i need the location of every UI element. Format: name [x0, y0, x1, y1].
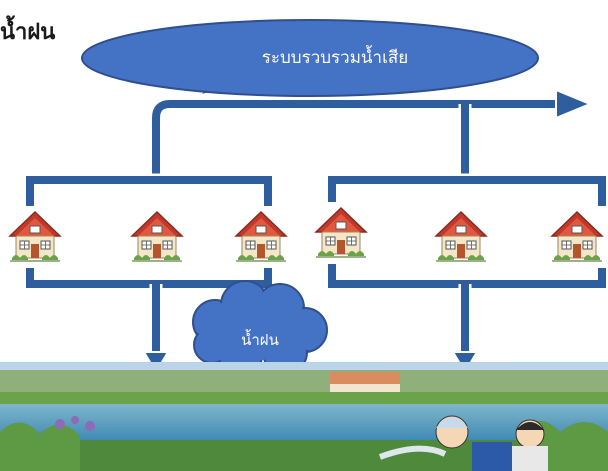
page-title: น้ำฝน	[0, 20, 56, 45]
house-4	[312, 202, 370, 264]
house-2	[128, 206, 186, 268]
house-5	[432, 206, 490, 268]
house-6	[548, 206, 606, 268]
canal-scene-image	[0, 362, 608, 471]
house-icon	[550, 210, 604, 262]
house-3	[232, 206, 290, 268]
house-icon	[314, 206, 368, 258]
house-1	[6, 206, 64, 268]
house-icon	[8, 210, 62, 262]
left-drop-pipe	[142, 284, 170, 374]
callout-label: ระบบรวบรวมน้ำเสีย	[261, 48, 409, 68]
main-collector-pipe	[149, 88, 593, 180]
house-icon	[434, 210, 488, 262]
collection-system-callout	[81, 19, 539, 97]
right-drop-pipe	[451, 284, 479, 374]
house-icon	[130, 210, 184, 262]
rain-cloud-label: น้ำฝน	[241, 331, 279, 349]
house-icon	[234, 210, 288, 262]
cartoon-children-icon	[378, 415, 548, 471]
main-pipe-arrow-icon	[555, 88, 593, 120]
